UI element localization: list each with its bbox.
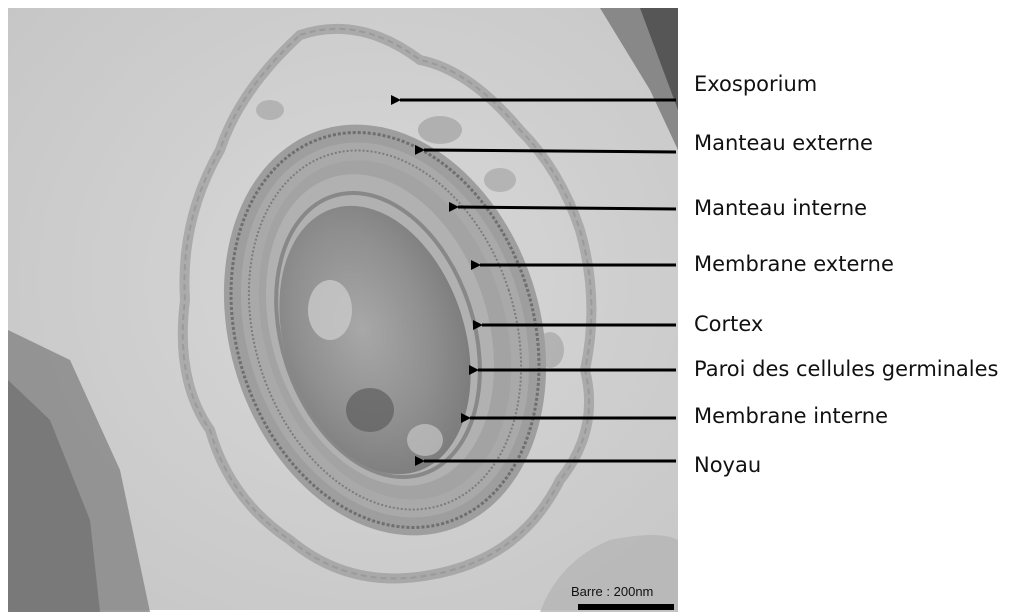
label-outer-coat: Manteau externe	[694, 133, 873, 154]
label-core: Noyau	[694, 455, 761, 476]
label-germ-cell-wall: Paroi des cellules germinales	[694, 359, 998, 380]
label-inner-membrane: Membrane interne	[694, 406, 888, 427]
scale-bar-label: Barre : 200nm	[571, 584, 653, 599]
scale-bar	[578, 604, 674, 610]
label-exosporium: Exosporium	[694, 74, 817, 95]
label-cortex: Cortex	[694, 314, 763, 335]
arrow-outer-coat	[424, 150, 676, 152]
label-inner-coat: Manteau interne	[694, 198, 867, 219]
label-outer-membrane: Membrane externe	[694, 254, 894, 275]
arrow-inner-coat	[458, 207, 676, 209]
